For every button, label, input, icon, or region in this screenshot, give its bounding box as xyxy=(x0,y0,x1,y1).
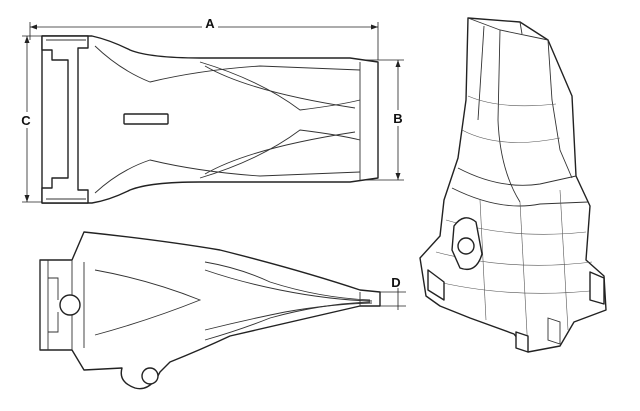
side-view-pin-hole xyxy=(59,294,81,316)
iso-base-lug-left xyxy=(427,269,445,301)
top-view: A C B xyxy=(18,16,406,204)
top-view-socket xyxy=(41,35,89,204)
top-view-pin-slot xyxy=(123,113,169,125)
dimension-a-label: A xyxy=(205,16,215,31)
side-view-lifting-eye xyxy=(141,367,159,385)
side-view: D xyxy=(39,231,406,390)
isometric-view xyxy=(419,17,607,353)
dimension-d-label: D xyxy=(391,275,400,290)
dimension-a: A xyxy=(29,16,379,60)
iso-base-lug-right xyxy=(589,271,605,305)
dimension-c-label: C xyxy=(21,113,31,128)
top-view-body xyxy=(41,35,379,204)
iso-base-notch xyxy=(515,331,529,353)
dimension-b-label: B xyxy=(393,111,402,126)
side-view-body xyxy=(39,231,381,390)
dimension-d: D xyxy=(380,275,406,310)
iso-pin-hole xyxy=(457,237,475,255)
dimension-c: C xyxy=(18,35,44,203)
